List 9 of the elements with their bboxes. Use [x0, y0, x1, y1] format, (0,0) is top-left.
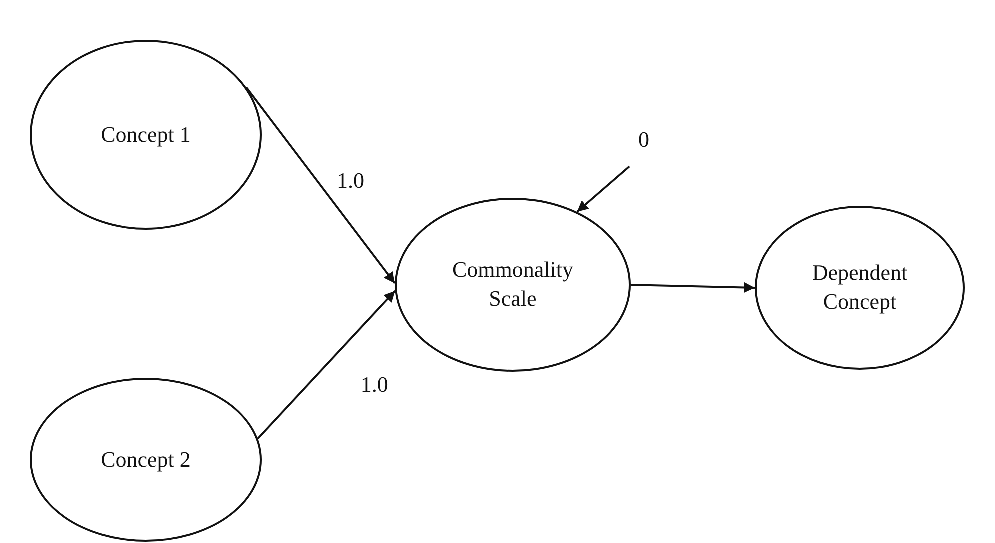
arrow	[246, 86, 396, 284]
node-label: Dependent Concept	[811, 259, 909, 316]
node-label: Commonality Scale	[452, 256, 574, 313]
node-label: Concept 2	[100, 446, 192, 474]
node-label: Concept 1	[100, 120, 192, 149]
error-term-label: 0	[638, 126, 650, 154]
arrow	[630, 282, 756, 294]
arrow	[257, 290, 396, 440]
arrow	[576, 166, 630, 213]
